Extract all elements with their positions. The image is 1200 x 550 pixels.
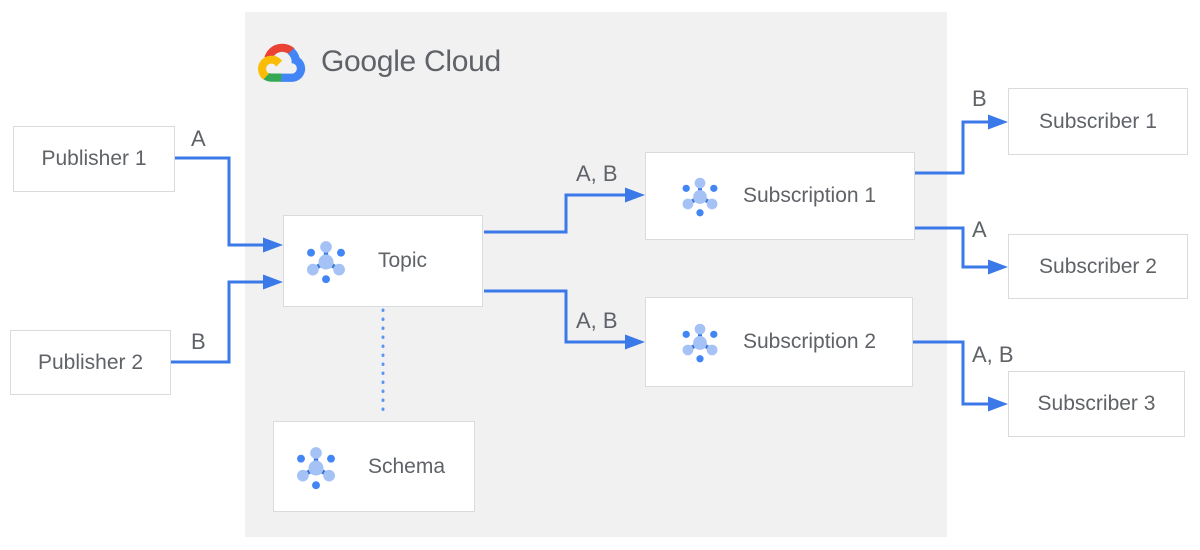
subscription-2-label: Subscription 2 xyxy=(743,330,877,353)
arrowhead-topic-subscription1 xyxy=(625,187,645,203)
edge-subscription2-subscriber3 xyxy=(913,340,989,406)
pubsub-icon xyxy=(291,442,341,492)
google-cloud-logo: Google Cloud xyxy=(257,40,501,83)
edge-label-publisher1-topic: A xyxy=(191,126,206,151)
edge-label-publisher2-topic: B xyxy=(191,329,206,354)
edge-subscription1-subscriber2 xyxy=(915,226,989,269)
schema-label: Schema xyxy=(368,454,446,478)
edge-label-topic-subscription1: A, B xyxy=(576,161,618,186)
topic-label: Topic xyxy=(378,249,428,272)
publisher-1-node: Publisher 1 xyxy=(13,126,175,192)
publisher-2-node: Publisher 2 xyxy=(10,330,171,395)
google-cloud-logo-text: Google Cloud xyxy=(321,44,501,78)
subscriber-2-node: Subscriber 2 xyxy=(1008,234,1188,299)
arrowhead-topic-subscription2 xyxy=(625,334,645,350)
pubsub-icon xyxy=(301,236,351,286)
arrowhead-publisher2-topic xyxy=(263,274,283,290)
publisher-2-label: Publisher 2 xyxy=(37,350,144,374)
schema-node: Schema xyxy=(273,421,475,512)
edge-topic-subscription2 xyxy=(484,289,626,344)
subscriber-2-label: Subscriber 2 xyxy=(1039,254,1157,278)
edge-label-subscription1-subscriber1: B xyxy=(972,86,987,111)
arrowhead-subscription1-subscriber2 xyxy=(988,259,1008,275)
edge-topic-subscription1 xyxy=(484,193,626,234)
edge-publisher1-topic xyxy=(175,156,264,247)
arrowhead-subscription1-subscriber1 xyxy=(988,114,1008,130)
subscriber-3-node: Subscriber 3 xyxy=(1008,371,1185,437)
subscriber-1-node: Subscriber 1 xyxy=(1008,88,1188,155)
arrowhead-subscription2-subscriber3 xyxy=(988,396,1008,412)
edge-publisher2-topic xyxy=(171,280,264,364)
edge-label-subscription2-subscriber3: A, B xyxy=(972,342,1014,367)
subscription-1-label: Subscription 1 xyxy=(743,184,877,207)
pubsub-icon xyxy=(677,319,723,365)
subscription-2-node: Subscription 2 xyxy=(645,297,913,387)
subscriber-3-label: Subscriber 3 xyxy=(1037,392,1156,415)
publisher-1-label: Publisher 1 xyxy=(41,147,147,170)
edge-label-topic-subscription2: A, B xyxy=(576,308,618,333)
subscriber-1-label: Subscriber 1 xyxy=(1039,109,1157,133)
pubsub-icon xyxy=(677,173,723,219)
edge-subscription1-subscriber1 xyxy=(915,120,989,175)
edge-label-subscription1-subscriber2: A xyxy=(972,217,987,242)
topic-node: Topic xyxy=(283,215,483,307)
google-cloud-cloud-icon xyxy=(258,43,306,82)
subscription-1-node: Subscription 1 xyxy=(645,152,915,240)
arrowhead-publisher1-topic xyxy=(263,237,283,253)
